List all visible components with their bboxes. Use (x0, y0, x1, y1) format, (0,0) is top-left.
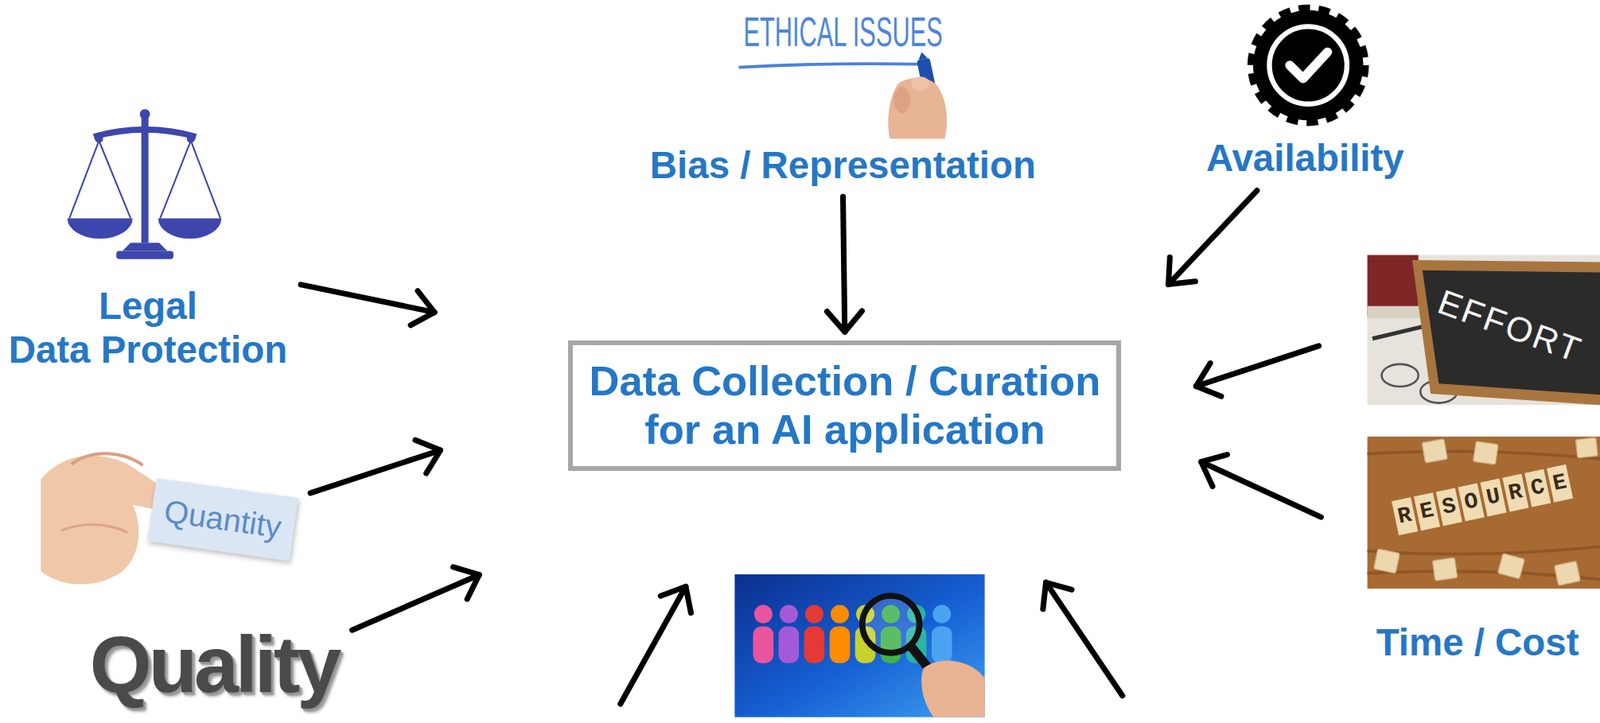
scales-icon-part (93, 129, 196, 137)
factor-arrow (1168, 190, 1258, 285)
factor-arrow (1201, 462, 1322, 518)
people-search-image-part (804, 626, 826, 663)
scrabble-photo-part (1367, 451, 1600, 580)
effort-picture: EFFORT (1367, 255, 1600, 406)
box-text: Data Collection / Curation for an AI app… (582, 357, 1109, 454)
quantity-card: Quantity (147, 478, 298, 561)
factor-label: Legal Data Protection (0, 284, 296, 372)
people-search-image-part (779, 605, 799, 624)
scrabble-photo-part (1373, 548, 1400, 574)
scrabble-word: RESOURCE (1389, 463, 1580, 537)
scrabble-photo-part (1421, 439, 1448, 464)
factor-arrow (300, 284, 435, 313)
scales-icon-part (141, 118, 149, 243)
scales-icon-part (69, 140, 221, 219)
scales-icon (67, 109, 222, 260)
scrabble-photo-part (1367, 436, 1600, 589)
people-search-image-part (805, 605, 824, 624)
factor-label-group: Legal Data Protection (0, 284, 296, 372)
scales-icon-part (140, 109, 151, 120)
people-search-image-part (829, 626, 851, 663)
people-search-image-part (734, 574, 985, 718)
people-search-image-part (754, 605, 773, 624)
scales-icon-part (116, 251, 174, 260)
open-arrow (620, 582, 1123, 705)
scrabble-photo-part (1432, 557, 1458, 581)
scrabble-photo-part (1575, 437, 1598, 459)
scrabble-photo-part (1473, 441, 1499, 465)
open-arrow-part (620, 586, 686, 704)
factor-label: Bias / Representation (650, 143, 1036, 187)
chalk-word: EFFORT (1432, 280, 1588, 372)
ethics-heading: ETHICAL ISSUES (743, 10, 943, 55)
scrabble-photo (1367, 436, 1600, 589)
effort-photo-part (1367, 306, 1427, 319)
people-search-image-part (753, 626, 775, 663)
check-badge-part (1269, 26, 1347, 104)
check-badge (1252, 9, 1365, 122)
resource-picture: RESOURCE (1367, 436, 1600, 589)
people-search-image-part (931, 605, 953, 664)
effort-photo-part (1422, 270, 1600, 395)
effort-photo-part (1381, 364, 1419, 387)
scrabble-photo-part (1373, 437, 1598, 586)
writing-hand-part (910, 76, 930, 91)
scales-icon-part (158, 218, 222, 239)
people-search-image-part (829, 605, 851, 664)
people-search-image-part (778, 626, 800, 663)
effort-photo-part (1372, 326, 1424, 339)
hand-holding-card-part (71, 453, 144, 466)
check-badge-part (1252, 9, 1365, 122)
open-arrow-part (1046, 582, 1123, 696)
cost-label: Time / Cost (1376, 620, 1580, 665)
scales-icon-part (122, 242, 168, 251)
ethics-factor: ETHICAL ISSUES Bias / Representation (650, 10, 1036, 187)
quantity-picture: Quantity (40, 438, 296, 587)
people-search-image-part (921, 661, 985, 718)
factor-arrow (843, 196, 845, 332)
quality-word-group: Quality (89, 624, 339, 705)
people-search-image-part (932, 605, 951, 624)
factor-arrow (1195, 346, 1319, 387)
scrabble-photo-part (1497, 553, 1525, 580)
effort-photo-part (1412, 260, 1600, 405)
writing-hand (739, 50, 948, 140)
writing-hand-part (739, 63, 924, 68)
people-search-image-part (804, 605, 826, 664)
people-search-image-part (830, 605, 849, 624)
availability-factor: Availability (1206, 136, 1405, 180)
factor-arrow (310, 450, 440, 494)
wrap-spacer (234, 284, 296, 315)
wrap-spacer (0, 284, 62, 315)
effort-photo (1367, 255, 1600, 406)
scrabble-photo-part (1553, 560, 1581, 586)
people-search-image-part (753, 605, 775, 664)
scales-icon-part (67, 218, 133, 239)
writing-hand-part (893, 86, 911, 113)
people-search-image (734, 574, 985, 718)
check-badge-part (1289, 51, 1328, 78)
process-box: Data Collection / Curation for an AI app… (568, 340, 1122, 472)
hand-holding-card-part (61, 525, 128, 534)
people-search-image-part (931, 626, 953, 663)
effort-photo-part (1367, 255, 1600, 406)
people-search-image-part (778, 605, 800, 664)
factor-label: Availability (1206, 136, 1405, 180)
quality-word: Quality (89, 624, 339, 705)
factor-arrow (352, 575, 480, 631)
